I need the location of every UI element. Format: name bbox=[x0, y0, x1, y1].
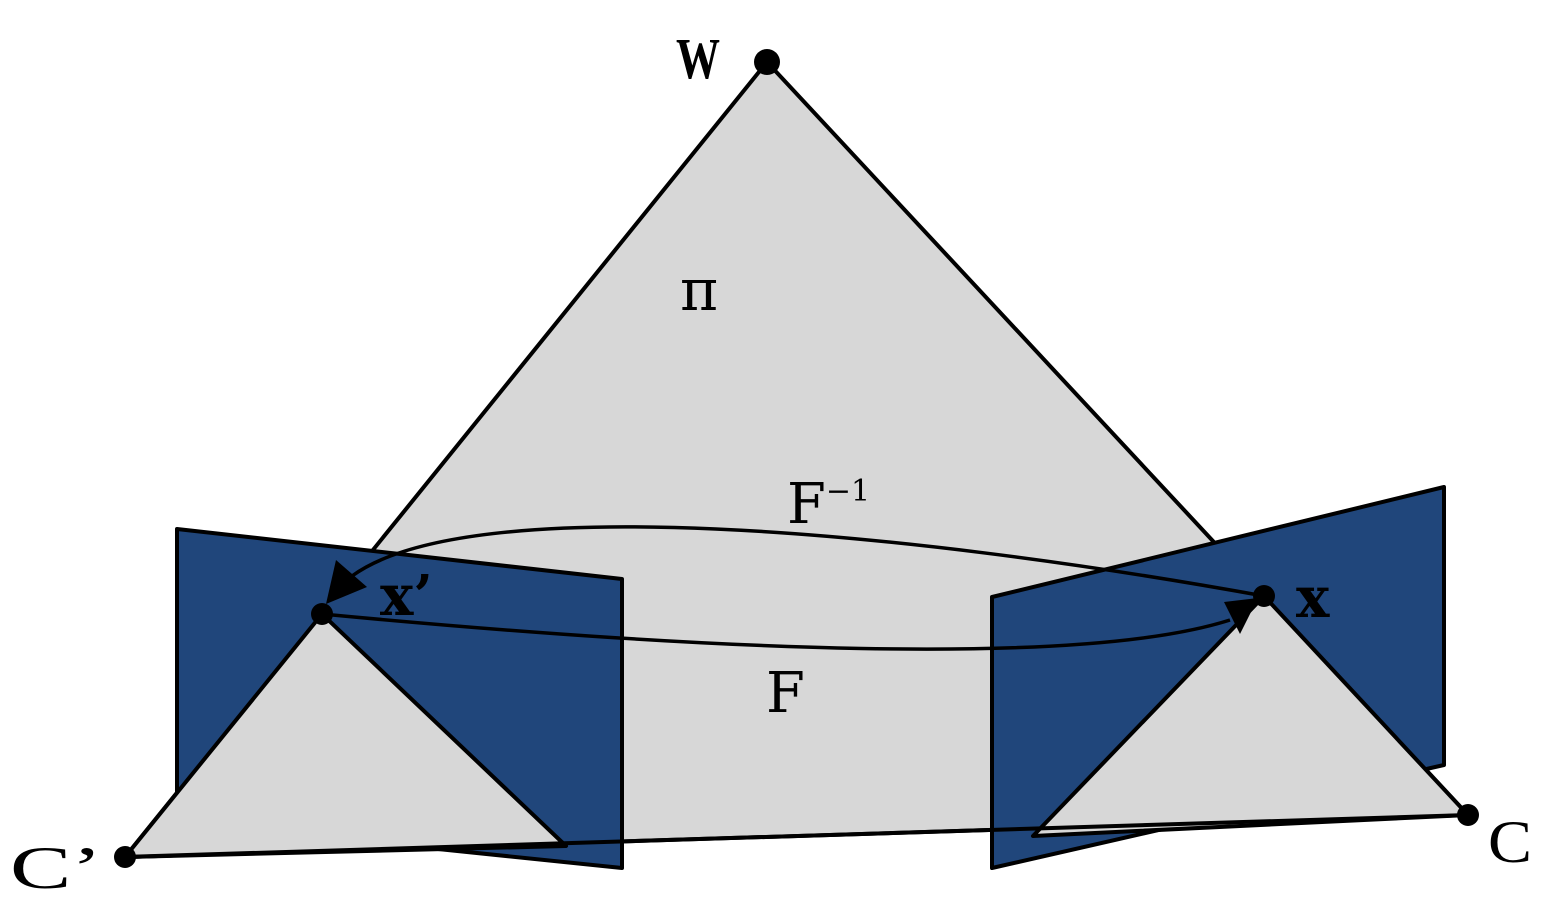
inverse-fundamental-base: F bbox=[787, 472, 826, 537]
inverse-fundamental-exponent: −1 bbox=[826, 474, 870, 509]
world-plane-bottom-edge bbox=[124, 813, 1469, 859]
left-image-point-label: x’ bbox=[380, 563, 433, 629]
world-point-dot bbox=[754, 49, 780, 75]
inverse-mapping-arc bbox=[350, 525, 1265, 598]
right-image-point-dot bbox=[1253, 585, 1275, 607]
world-point-label: W bbox=[676, 26, 720, 91]
mapping-arc bbox=[321, 612, 1231, 651]
left-image-point-dot bbox=[311, 603, 333, 625]
fundamental-label: F bbox=[766, 661, 805, 726]
right-camera-center-label: C bbox=[1488, 809, 1532, 875]
right-camera-triangle bbox=[1031, 594, 1470, 838]
mapping-arrowhead bbox=[1224, 598, 1258, 634]
inverse-mapping-arrowhead bbox=[326, 560, 367, 604]
right-camera-center-dot bbox=[1457, 804, 1479, 826]
left-camera-center-label: C’ bbox=[10, 835, 102, 901]
right-image-point-label: x bbox=[1296, 565, 1330, 631]
left-camera-center-dot bbox=[114, 846, 136, 868]
plane-label: π bbox=[680, 256, 718, 324]
inverse-fundamental-label: F−1 bbox=[787, 472, 870, 537]
